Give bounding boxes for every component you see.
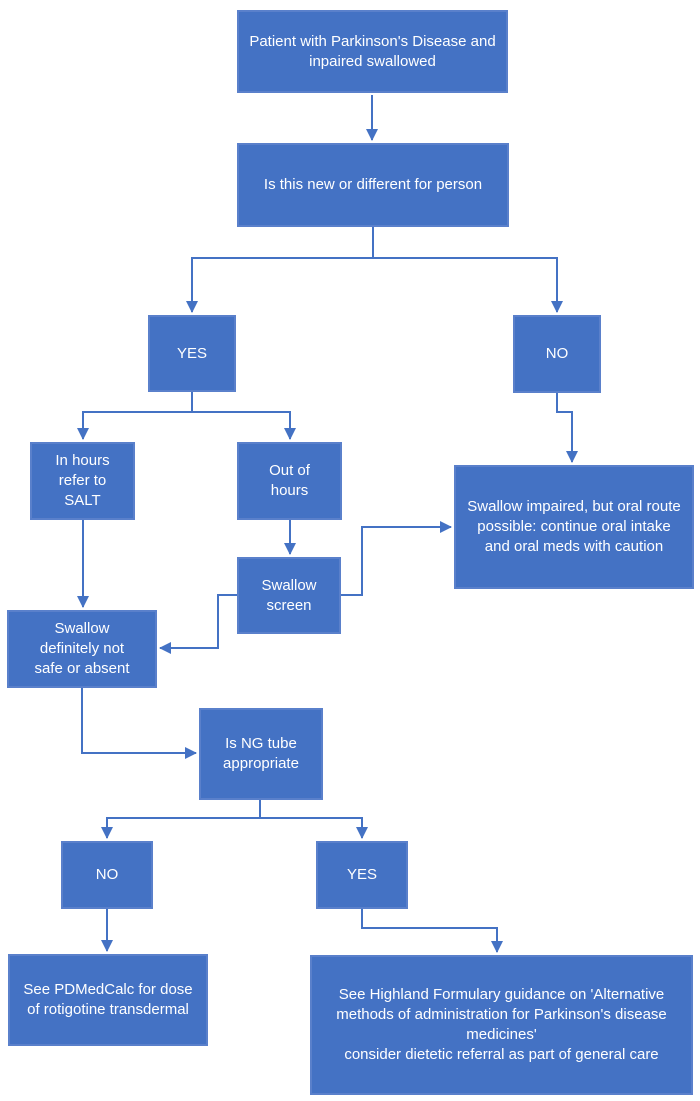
connector-yes1-to-in-hours — [77, 411, 192, 440]
node-patient-label: Patient with Parkinson's Disease and inp… — [249, 32, 496, 70]
connector-swallow-screen-to-swallow-impaired — [341, 521, 452, 596]
node-no-2: NO — [61, 841, 153, 909]
node-ng-tube: Is NG tube appropriate — [199, 708, 323, 800]
connector-yes1-to-out-of-hours — [192, 411, 296, 440]
node-highland: See Highland Formulary guidance on 'Alte… — [310, 955, 693, 1095]
node-swallow-not-safe-label: Swallow definitely not safe or absent — [34, 620, 130, 677]
node-in-hours-label: In hours refer to SALT — [55, 452, 110, 509]
connector-no1-to-swallow-impaired — [556, 393, 578, 463]
node-pdmedcalc-label: See PDMedCalc for dose of rotigotine tra… — [23, 981, 193, 1018]
connector-swallow-screen-to-swallow-not-safe — [159, 594, 237, 654]
node-patient: Patient with Parkinson's Disease and inp… — [237, 10, 508, 93]
connector-ng-tube-to-no2 — [101, 817, 260, 839]
node-new-or-different-label: Is this new or different for person — [263, 176, 483, 193]
node-no-2-label: NO — [95, 866, 119, 883]
node-yes-1-label: YES — [176, 344, 207, 362]
connector-ng-tube-to-yes2 — [260, 817, 368, 839]
node-swallow-screen-label: Swallow screen — [261, 576, 317, 614]
node-highland-label2: consider dietetic referral as part of ge… — [344, 1046, 659, 1063]
node-in-hours: In hours refer to SALT — [30, 442, 135, 520]
node-swallow-screen: Swallow screen — [237, 557, 341, 634]
node-new-or-different: Is this new or different for person — [237, 143, 509, 227]
node-pdmedcalc: See PDMedCalc for dose of rotigotine tra… — [8, 954, 208, 1046]
connector-new-or-different-to-yes1 — [186, 257, 373, 313]
node-no-1: NO — [513, 315, 601, 393]
node-out-of-hours-label: Out of hours — [269, 462, 310, 499]
node-swallow-not-safe: Swallow definitely not safe or absent — [7, 610, 157, 688]
node-yes-1: YES — [148, 315, 236, 392]
node-out-of-hours: Out of hours — [237, 442, 342, 520]
node-swallow-impaired-oral-label: Swallow impaired, but oral route possibl… — [467, 498, 681, 555]
node-swallow-impaired-oral: Swallow impaired, but oral route possibl… — [454, 465, 694, 589]
node-highland-label: See Highland Formulary guidance on 'Alte… — [336, 986, 667, 1043]
node-ng-tube-label: Is NG tube appropriate — [223, 735, 299, 772]
node-yes-2-label: YES — [346, 866, 377, 883]
connector-new-or-different-to-no1 — [373, 257, 563, 313]
connector-yes2-to-highland — [361, 909, 503, 953]
node-no-1-label: NO — [545, 345, 569, 362]
node-yes-2: YES — [316, 841, 408, 909]
connector-swallow-not-safe-to-ng-tube — [81, 688, 197, 759]
